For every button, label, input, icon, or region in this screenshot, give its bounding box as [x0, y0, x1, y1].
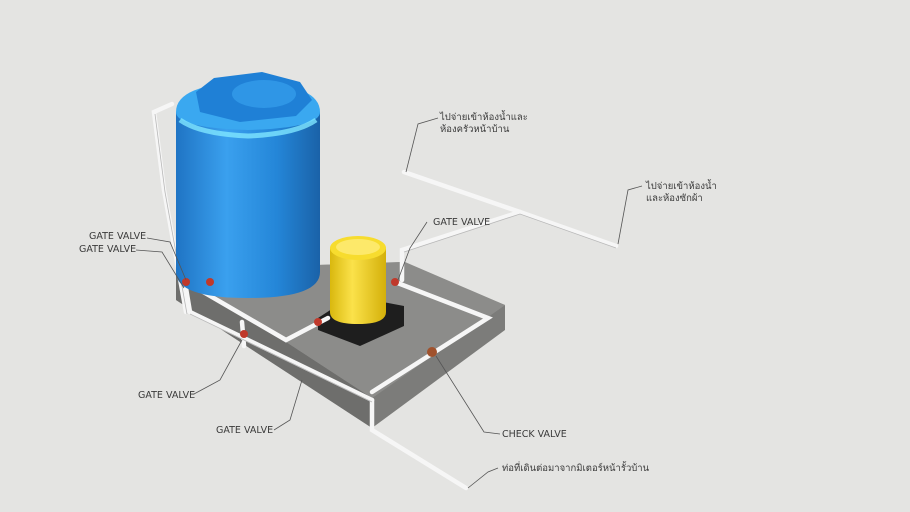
outlet-laundry-label-line1: ไปจ่ายเข้าห้องน้ำ — [645, 179, 717, 192]
gate-valve-label: GATE VALVE — [433, 217, 490, 228]
valves — [182, 278, 437, 357]
gate-valve-label: GATE VALVE — [216, 425, 273, 436]
inlet-from-meter-label: ท่อที่เดินต่อมาจากมิเตอร์หน้ารั้วบ้าน — [502, 461, 650, 474]
gate-valve-label: GATE VALVE — [79, 244, 136, 255]
check-valve-label: CHECK VALVE — [502, 429, 567, 440]
outlet-kitchen-label-line2: ห้องครัวหน้าบ้าน — [440, 124, 510, 135]
water-storage-tank — [176, 72, 320, 298]
gate-valve-label: GATE VALVE — [138, 390, 195, 401]
valve-icon — [182, 278, 190, 286]
valve-icon — [391, 278, 399, 286]
gate-valve-label: GATE VALVE — [89, 231, 146, 242]
valve-icon — [240, 330, 248, 338]
check-valve-icon — [427, 347, 437, 357]
valve-icon — [314, 318, 322, 326]
outlet-laundry-label-line2: และห้องซักผ้า — [646, 193, 703, 204]
leader-lines — [135, 117, 643, 489]
outlet-kitchen-label-line1: ไปจ่ายเข้าห้องน้ำและ — [439, 110, 528, 123]
valve-icon — [206, 278, 214, 286]
pressure-tank — [330, 236, 386, 324]
